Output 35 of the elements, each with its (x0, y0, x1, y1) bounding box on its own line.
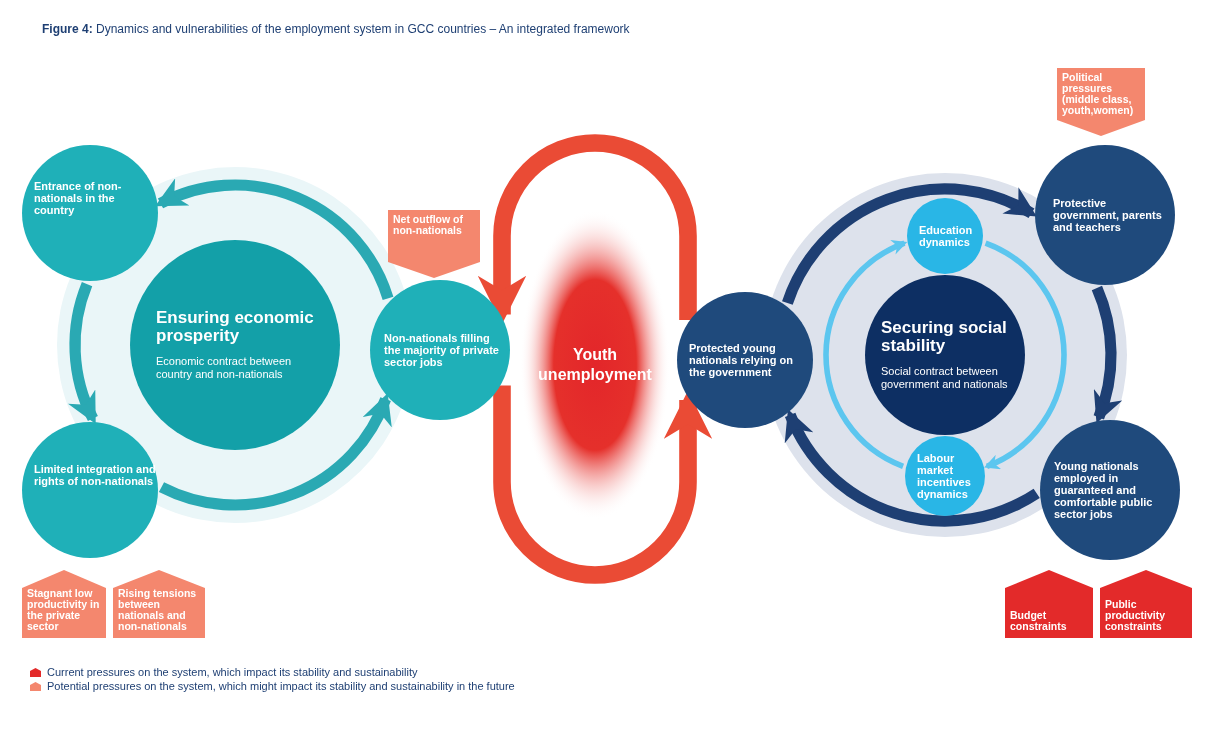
legend-label: Potential pressures on the system, which might impact its stability and sustainability in the future (47, 680, 515, 692)
node-label: Labour market incentives dynamics (917, 452, 972, 500)
figure-title: Figure 4: Dynamics and vulnerabilities of the employment system in GCC countries – An integrated framework (42, 22, 630, 36)
node-label: Protected young nationals relying on the government (689, 342, 794, 378)
node-label: Stagnant low productivity in the private sector (27, 588, 101, 632)
node-label: Limited integration and rights of non-nationals (34, 463, 157, 487)
node-label: Young nationals employed in guaranteed and comfortable public sector jobs (1054, 460, 1154, 520)
curved-arrow (1091, 286, 1122, 424)
node-label: Entrance of non-nationals in the country (34, 180, 123, 216)
curved-arrow (984, 240, 1067, 469)
node-label: Political pressures (middle class, youth,women) (1062, 72, 1135, 116)
node-subtitle: Social contract between government and nationals (881, 365, 1009, 391)
curved-arrow (823, 240, 908, 469)
pressure-house-shape (1005, 570, 1093, 638)
pressure-arrow-shape (388, 210, 480, 278)
node-label: Public productivity constraints (1105, 599, 1167, 632)
pressure-arrow-shape (1057, 68, 1145, 136)
pressure-house-shape (1100, 570, 1192, 638)
node-label: Protective government, parents and teachers (1053, 197, 1163, 233)
curved-arrow (68, 282, 98, 425)
node-heading: Ensuring economic prosperity (156, 309, 315, 345)
node-label: Net outflow of non-nationals (393, 214, 464, 236)
pressure-house-shape (113, 570, 205, 638)
node-heading: Securing social stability (881, 319, 1008, 355)
node-label: Non-nationals filling the majority of private sector jobs (384, 332, 500, 368)
node-subtitle: Economic contract between country and non-nationals (156, 355, 293, 381)
pressure-house-shape (22, 570, 106, 638)
legend-label: Current pressures on the system, which impact its stability and sustainability (47, 666, 418, 678)
node-label: Rising tensions between nationals and non-nationals (118, 588, 198, 632)
curved-arrow (785, 409, 1040, 527)
curved-arrow (493, 385, 713, 584)
node-label: Education dynamics (919, 224, 974, 248)
node-label: Budget constraints (1010, 610, 1068, 632)
curved-arrow (159, 393, 391, 511)
curved-arrow (782, 183, 1037, 306)
